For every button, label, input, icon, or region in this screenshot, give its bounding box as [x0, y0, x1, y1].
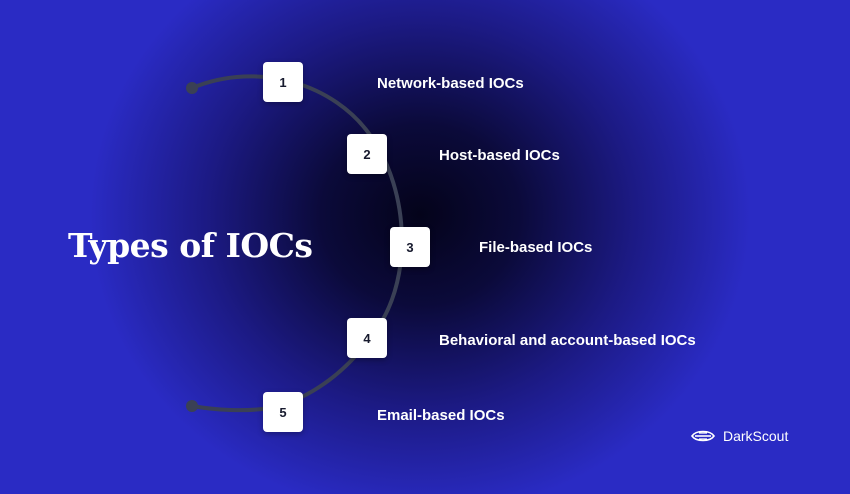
step-5-label: Email-based IOCs	[377, 407, 505, 424]
step-4-badge: 4	[347, 318, 387, 358]
step-3-number: 3	[406, 239, 414, 255]
step-5-number: 5	[279, 404, 287, 420]
brand-name: DarkScout	[723, 428, 789, 444]
step-4-number: 4	[363, 330, 371, 346]
step-4-label: Behavioral and account-based IOCs	[439, 332, 696, 349]
step-2-label: Host-based IOCs	[439, 147, 560, 164]
step-1-label: Network-based IOCs	[377, 75, 524, 92]
step-1-badge: 1	[263, 62, 303, 102]
arc-end-dot	[186, 400, 198, 412]
step-2-number: 2	[363, 146, 371, 162]
page-title: Types of IOCs	[68, 226, 313, 265]
step-2-badge: 2	[347, 134, 387, 174]
step-3-badge: 3	[390, 227, 430, 267]
brand-logo: DarkScout	[690, 428, 788, 444]
darkscout-logo-icon	[691, 430, 715, 442]
arc-start-dot	[186, 82, 198, 94]
step-3-label: File-based IOCs	[479, 239, 593, 256]
step-1-number: 1	[279, 74, 287, 90]
step-5-badge: 5	[263, 392, 303, 432]
